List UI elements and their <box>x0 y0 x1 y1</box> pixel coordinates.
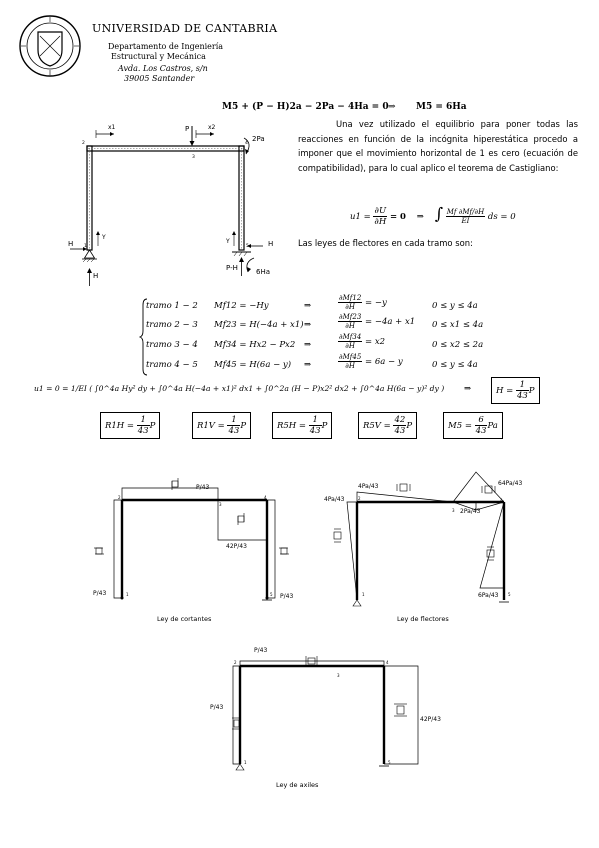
axiles-node-1: 1 <box>244 760 247 765</box>
tramo-4-moment: Mf45 = H(6a − y) <box>214 360 292 370</box>
tramo-2-implies: ⇒ <box>304 320 312 330</box>
tramo-1-derivative: ∂Mf12∂H = −y <box>338 294 387 311</box>
flectores-caption: Ley de flectores <box>397 615 449 623</box>
axiles-right-label: 42P/43 <box>420 716 441 723</box>
address-line-2: 39005 Santander <box>124 74 195 83</box>
Y-right-label: Y <box>226 238 230 245</box>
brace-icon <box>139 298 148 376</box>
tramo-4-implies: ⇒ <box>304 360 312 370</box>
tramo-1-name: tramo 1 − 2 <box>146 301 198 311</box>
tramo-3-range: 0 ≤ x2 ≤ 2a <box>432 340 484 350</box>
moment-2Pa-label: 2Pa <box>252 135 265 143</box>
flectores-node-1: 1 <box>362 592 365 597</box>
flectores-node-5: 5 <box>508 592 511 597</box>
axiles-caption: Ley de axiles <box>276 781 319 789</box>
cortantes-node-4: 4 <box>264 495 267 500</box>
axiles-node-5: 5 <box>388 760 391 765</box>
cortantes-node-1: 1 <box>126 592 129 597</box>
tramo-3-derivative: ∂Mf34∂H = x2 <box>338 333 386 350</box>
flectores-label-1: 4Pa/43 <box>358 483 379 490</box>
compatibility-paragraph: Una vez utilizado el equilibrio para pon… <box>298 119 578 173</box>
Y-left-label: Y <box>102 234 106 241</box>
cortantes-node-2: 2 <box>118 495 121 500</box>
axiles-node-3: 3 <box>337 673 340 678</box>
node-2: 2 <box>82 141 85 146</box>
flectores-label-3: 64Pa/43 <box>498 480 523 487</box>
flectores-node-3: 3 <box>452 508 455 513</box>
flectores-node-4: 4 <box>500 498 503 503</box>
tramo-4-derivative: ∂Mf45∂H = 6a − y <box>338 353 403 370</box>
H-bottom-label: H <box>93 272 99 280</box>
u1-implies: ⇒ <box>464 384 472 394</box>
node-4: 4 <box>245 141 248 146</box>
structure-diagram <box>70 126 263 286</box>
tramo-2-derivative: ∂Mf23∂H = −4a + x1 <box>338 313 416 330</box>
university-name: UNIVERSIDAD DE CANTABRIA <box>92 22 278 35</box>
tramo-2-moment: Mf23 = H(−4a + x1) <box>214 320 304 330</box>
flectores-intro: Las leyes de flectores en cada tramo son… <box>298 238 473 248</box>
u1-integral-equation: u1 = 0 = 1/EI ( ∫0^4a Hy² dy + ∫0^4a H(−… <box>34 384 445 393</box>
flectores-label-5: 6Pa/43 <box>478 592 499 599</box>
cortantes-left-label: P/43 <box>93 590 107 597</box>
equilibrium-equation: M5 + (P − H)2a − 2Pa − 4Ha = 0 <box>222 102 389 112</box>
tramo-4-name: tramo 4 − 5 <box>146 360 198 370</box>
cortantes-node-5: 5 <box>270 592 273 597</box>
cortantes-top-label: P/43 <box>196 484 210 491</box>
tramo-3-implies: ⇒ <box>304 340 312 350</box>
x1-label: x1 <box>108 124 116 131</box>
axiles-left-label: P/43 <box>210 704 224 711</box>
university-seal <box>19 15 81 77</box>
flectores-diagram <box>333 471 509 607</box>
axiles-top-label: P/43 <box>254 647 268 654</box>
tramo-3-moment: Mf34 = Hx2 − Px2 <box>214 340 296 350</box>
tramo-1-range: 0 ≤ y ≤ 4a <box>432 301 478 311</box>
force-P-label: P <box>185 125 190 133</box>
cortantes-right-mid-label: 42P/43 <box>226 543 247 550</box>
tramo-3-name: tramo 3 − 4 <box>146 340 198 350</box>
moment-6Ha-label: 6Ha <box>256 268 271 276</box>
equilibrium-implies: ⇒ <box>388 102 396 112</box>
cortantes-node-3: 3 <box>219 502 222 507</box>
node-5: 5 <box>246 244 249 249</box>
tramo-2-name: tramo 2 − 3 <box>146 320 198 330</box>
node-1: 1 <box>84 244 87 249</box>
cortantes-diagram <box>94 478 289 601</box>
H-left-label: H <box>68 240 74 248</box>
P-H-label: P-H <box>226 264 238 272</box>
tramo-4-range: 0 ≤ y ≤ 4a <box>432 360 478 370</box>
node-3: 3 <box>192 155 195 160</box>
H-right-label: H <box>268 240 274 248</box>
tramo-1-implies: ⇒ <box>304 301 312 311</box>
equilibrium-result: M5 = 6Ha <box>416 102 467 112</box>
flectores-label-4: 2Pa/43 <box>460 508 481 515</box>
x2-label: x2 <box>208 124 216 131</box>
axiles-node-2: 2 <box>234 660 237 665</box>
cortantes-right-label: P/43 <box>280 593 294 600</box>
department-line-2: Estructural y Mecánica <box>111 52 206 61</box>
axiles-diagram <box>232 656 419 771</box>
cortantes-caption: Ley de cortantes <box>157 615 212 623</box>
address-line-1: Avda. Los Castros, s/n <box>118 64 208 73</box>
flectores-node-2: 2 <box>358 496 361 501</box>
axiles-node-4: 4 <box>386 660 389 665</box>
tramo-1-moment: Mf12 = −Hy <box>214 301 269 311</box>
department-line-1: Departamento de Ingeniería <box>108 42 224 51</box>
flectores-label-2: 4Pa/43 <box>324 496 345 503</box>
tramo-2-range: 0 ≤ x1 ≤ 4a <box>432 320 484 330</box>
